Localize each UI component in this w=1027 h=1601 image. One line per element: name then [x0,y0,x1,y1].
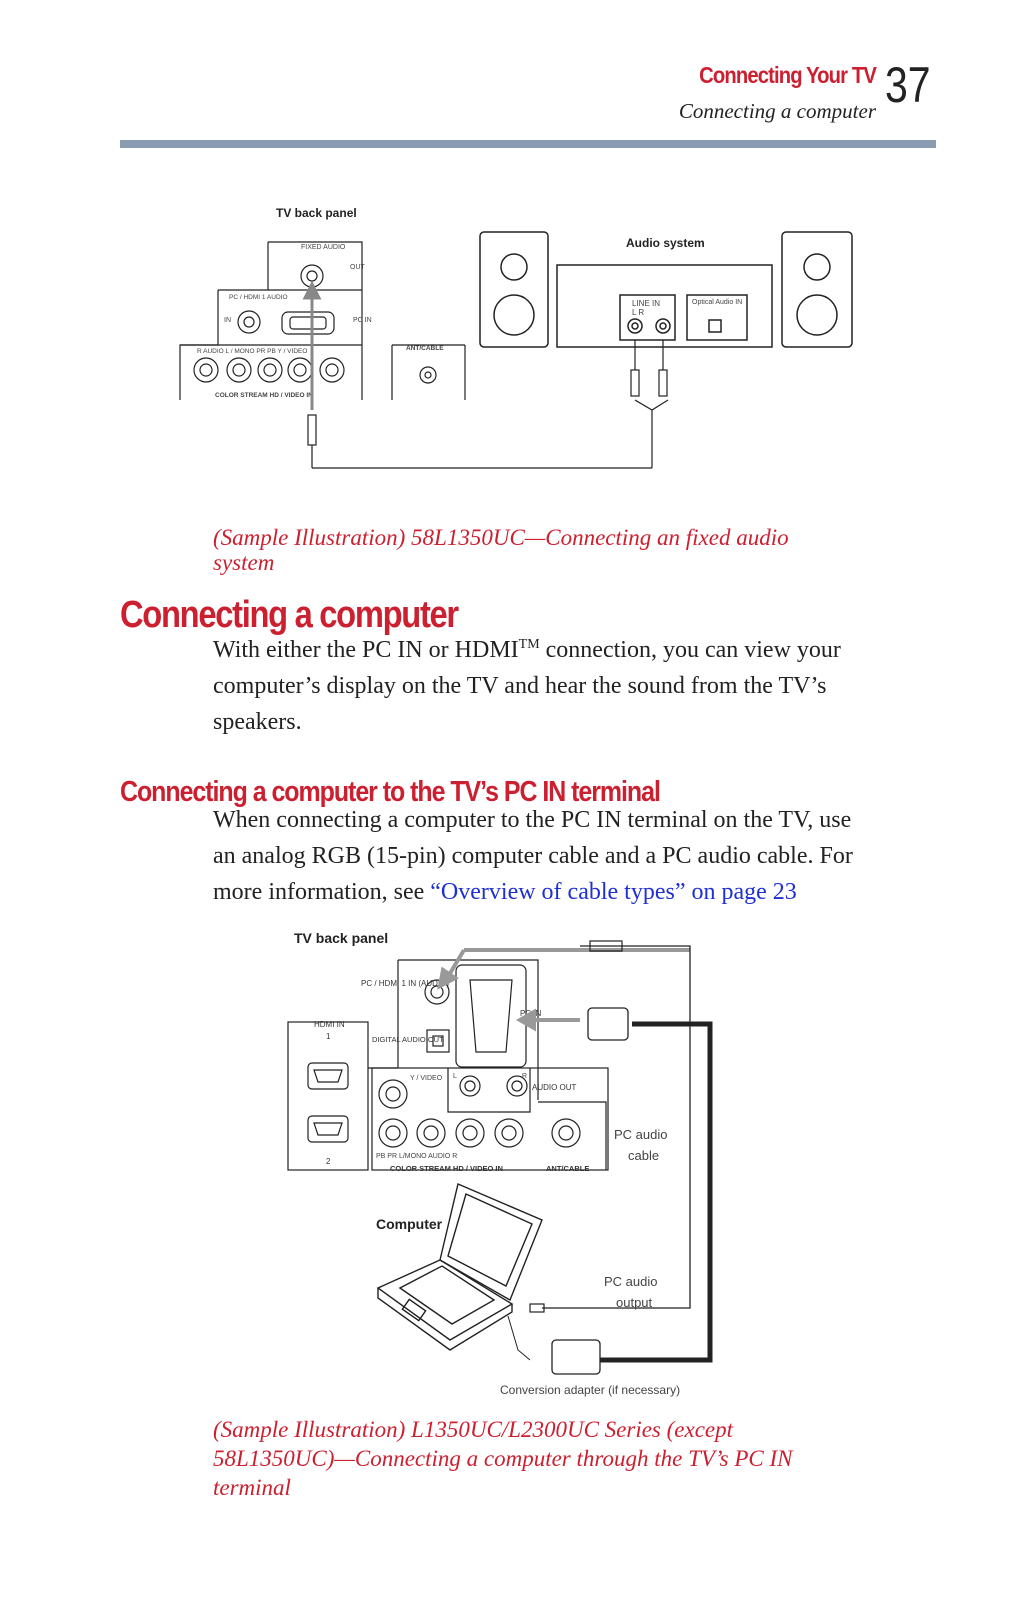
figure-computer-connection-diagram: TV back panel PC / HDMI 1 IN (AUDIO) PC … [287,930,713,1397]
fig2-pc-audio-cable-line2: cable [628,1148,659,1163]
fig2-ant-cable-label: ANT/CABLE [546,1164,589,1173]
fig1-line-in-label: LINE IN [632,299,660,308]
fig1-line-in-lr: L R [632,308,644,317]
fig2-digital-audio-out-label: DIGITAL AUDIO OUT [372,1035,444,1044]
fig2-y-video-label: Y / VIDEO [410,1075,443,1082]
fig2-audio-out-label: AUDIO OUT [532,1083,577,1092]
para1-line1-pre: With either the PC IN or HDMI [213,637,519,663]
fig2-pc-audio-output-line2: output [616,1295,653,1310]
fig2-computer-label: Computer [376,1216,443,1232]
para1-line1-post: connection, you can view your [539,637,841,663]
figure1-caption-line2: system [213,550,275,575]
figure2-caption-line1: (Sample Illustration) L1350UC/L2300UC Se… [213,1417,734,1442]
fig2-bottom-jack-labels: PB PR L/MONO AUDIO R [376,1153,457,1160]
figure2-caption: (Sample Illustration) L1350UC/L2300UC Se… [213,1415,933,1502]
running-header-subsection: Connecting a computer [678,99,876,123]
para1-trademark: TM [518,637,540,652]
para1-line3: speakers. [213,709,302,735]
paragraph-intro: With either the PC IN or HDMITM connecti… [213,627,913,740]
fig2-colorstream-label: COLOR STREAM HD / VIDEO IN [390,1164,503,1173]
header-rule [120,140,936,148]
paragraph-pc-in: When connecting a computer to the PC IN … [213,802,933,910]
para1-line2: computer’s display on the TV and hear th… [213,673,827,699]
heading-connecting-computer: Connecting a computer [120,594,459,636]
fig1-ant-cable-label: ANT/CABLE [406,345,444,352]
figure2-caption-line3: terminal [213,1475,291,1500]
fig2-pc-audio-output-line1: PC audio [604,1274,657,1289]
fig2-hdmi-1: 1 [326,1032,331,1041]
fig2-r-label: R [522,1073,527,1080]
fig2-hdmi-in-label: HDMI IN [314,1020,345,1029]
fig1-pc-hdmi-audio-label: PC / HDMI 1 AUDIO [229,294,288,301]
fig2-pc-hdmi-audio-label: PC / HDMI 1 IN (AUDIO) [361,979,449,988]
fig1-out-label: OUT [350,264,366,271]
fig1-jack-labels: R AUDIO L / MONO PR PB Y / VIDEO [197,348,307,355]
figure1-caption-line1: (Sample Illustration) 58L1350UC—Connecti… [213,525,789,550]
fig2-conversion-adapter-label: Conversion adapter (if necessary) [500,1383,680,1397]
running-header-section: Connecting Your TV [699,62,877,88]
fig1-fixed-audio-label: FIXED AUDIO [301,244,346,251]
fig2-tv-back-panel-label: TV back panel [294,930,388,946]
para2-line1: When connecting a computer to the PC IN … [213,807,852,833]
heading-pc-in-terminal: Connecting a computer to the TV’s PC IN … [120,776,661,808]
fig2-hdmi-2: 2 [326,1157,331,1166]
fig1-in-label: IN [224,317,231,324]
fig1-audio-system-label: Audio system [626,236,705,250]
para2-line3-pre: more information, see [213,879,431,905]
fig2-pc-audio-cable-line1: PC audio [614,1127,667,1142]
para2-line2: an analog RGB (15-pin) computer cable an… [213,843,853,869]
fig1-optical-label: Optical Audio IN [692,299,742,306]
page-number: 37 [885,57,931,113]
fig1-colorstream-label: COLOR STREAM HD / VIDEO IN [215,392,313,399]
fig2-l-label: L [453,1073,457,1080]
figure2-caption-line2: 58L1350UC)—Connecting a computer through… [213,1446,793,1471]
fig1-tv-back-panel-label: TV back panel [276,206,357,220]
figure1-caption: (Sample Illustration) 58L1350UC—Connecti… [213,525,913,575]
figure-audio-system-diagram: TV back panel FIXED AUDIO OUT PC / HDMI … [179,206,853,469]
fig1-pc-in-label: PC IN [353,317,372,324]
cable-types-link[interactable]: “Overview of cable types” on page 23 [430,879,797,905]
